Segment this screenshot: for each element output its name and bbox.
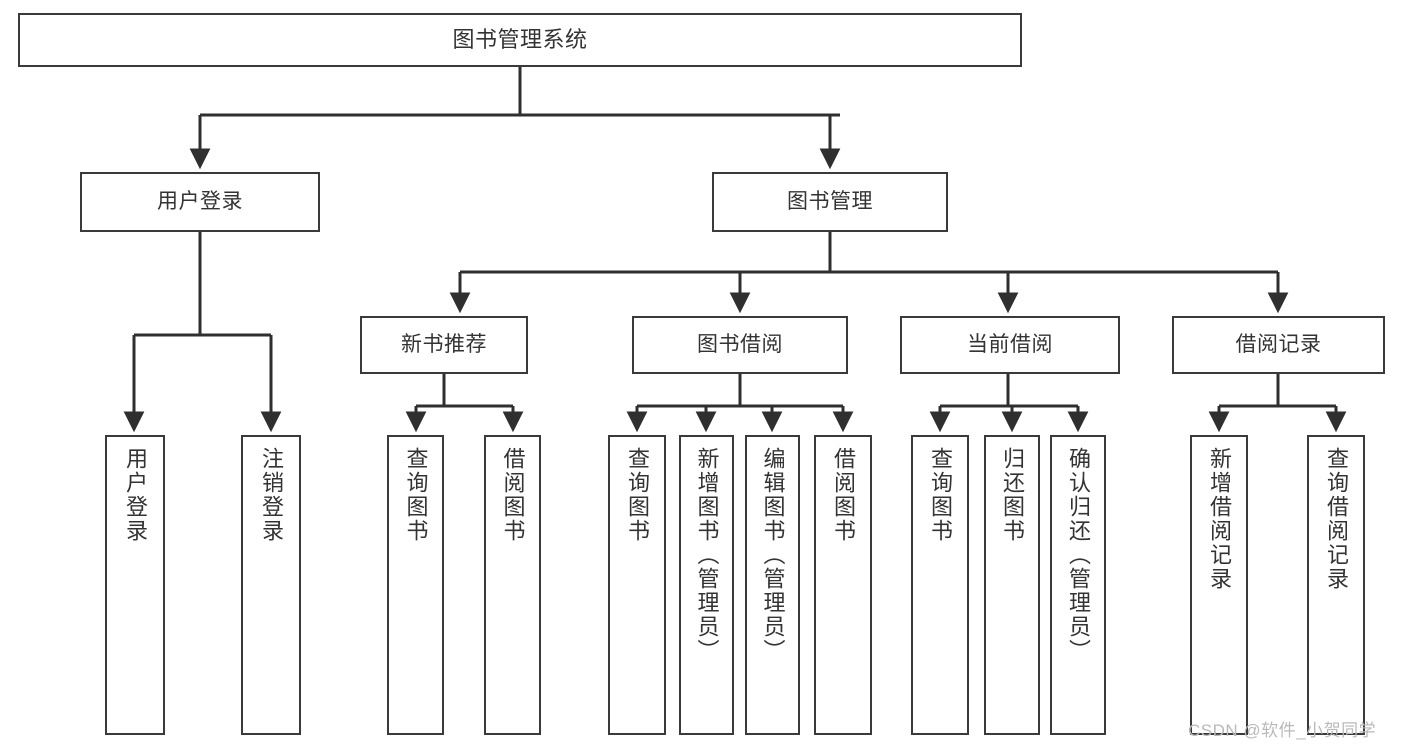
watermark: CSDN @软件_小贺同学 (1188, 721, 1377, 740)
node-current-borrow-label: 当前借阅 (967, 332, 1053, 356)
leaf-user-login[interactable]: 用户登录 (105, 435, 165, 735)
leaf-add-borrow-record[interactable]: 新增借阅记录 (1190, 435, 1248, 735)
node-book-management-label: 图书管理 (787, 189, 873, 213)
leaf-query-book-nb[interactable]: 查询图书 (387, 435, 444, 735)
leaf-logout[interactable]: 注销登录 (241, 435, 301, 735)
leaf-query-book-nb-label: 查询图书 (403, 447, 429, 543)
leaf-return-book-label: 归还图书 (1000, 447, 1025, 543)
leaf-logout-label: 注销登录 (259, 447, 284, 543)
leaf-add-borrow-record-label: 新增借阅记录 (1207, 447, 1232, 591)
leaf-query-book-cb-label: 查询图书 (928, 447, 953, 543)
node-borrow-record[interactable]: 借阅记录 (1172, 316, 1385, 374)
node-root[interactable]: 图书管理系统 (18, 13, 1022, 67)
node-new-book-recommend-label: 新书推荐 (401, 332, 487, 356)
leaf-borrow-book-bw-label: 借阅图书 (831, 447, 856, 543)
node-root-label: 图书管理系统 (452, 27, 588, 53)
leaf-return-book[interactable]: 归还图书 (984, 435, 1040, 735)
leaf-confirm-return-admin[interactable]: 确认归还（管理员） (1050, 435, 1106, 735)
node-borrow-record-label: 借阅记录 (1235, 332, 1322, 356)
node-book-borrow-label: 图书借阅 (697, 332, 783, 356)
leaf-query-book-bw[interactable]: 查询图书 (608, 435, 666, 735)
node-book-borrow[interactable]: 图书借阅 (632, 316, 848, 374)
leaf-add-book-admin-label: 新增图书（管理员） (694, 447, 720, 663)
leaf-query-borrow-record[interactable]: 查询借阅记录 (1307, 435, 1365, 735)
leaf-edit-book-admin-label: 编辑图书（管理员） (760, 447, 786, 663)
leaf-user-login-label: 用户登录 (123, 447, 148, 543)
leaf-borrow-book-bw[interactable]: 借阅图书 (814, 435, 872, 735)
leaf-edit-book-admin[interactable]: 编辑图书（管理员） (745, 435, 800, 735)
leaf-query-book-bw-label: 查询图书 (625, 447, 650, 543)
node-book-management[interactable]: 图书管理 (712, 172, 948, 232)
leaf-borrow-book-nb-label: 借阅图书 (500, 447, 526, 543)
node-user-login-label: 用户登录 (157, 189, 243, 213)
node-user-login[interactable]: 用户登录 (80, 172, 320, 232)
leaf-add-book-admin[interactable]: 新增图书（管理员） (679, 435, 734, 735)
leaf-query-borrow-record-label: 查询借阅记录 (1324, 447, 1349, 591)
leaf-confirm-return-admin-label: 确认归还（管理员） (1066, 447, 1091, 663)
node-current-borrow[interactable]: 当前借阅 (900, 316, 1120, 374)
node-new-book-recommend[interactable]: 新书推荐 (360, 316, 528, 374)
leaf-query-book-cb[interactable]: 查询图书 (911, 435, 969, 735)
leaf-borrow-book-nb[interactable]: 借阅图书 (484, 435, 541, 735)
